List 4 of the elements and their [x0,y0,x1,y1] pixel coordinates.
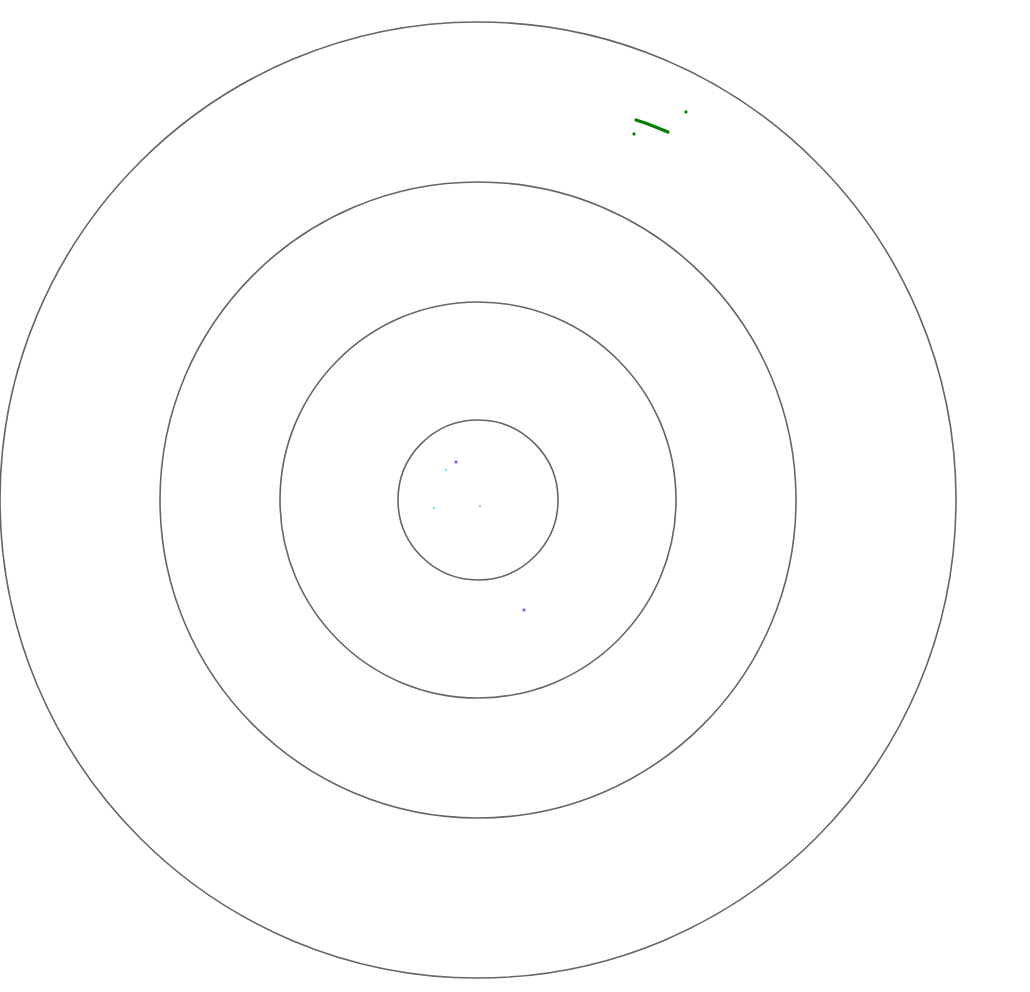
ring [159,181,797,819]
ring [397,419,559,581]
ring [0,21,957,979]
ring [279,301,677,699]
